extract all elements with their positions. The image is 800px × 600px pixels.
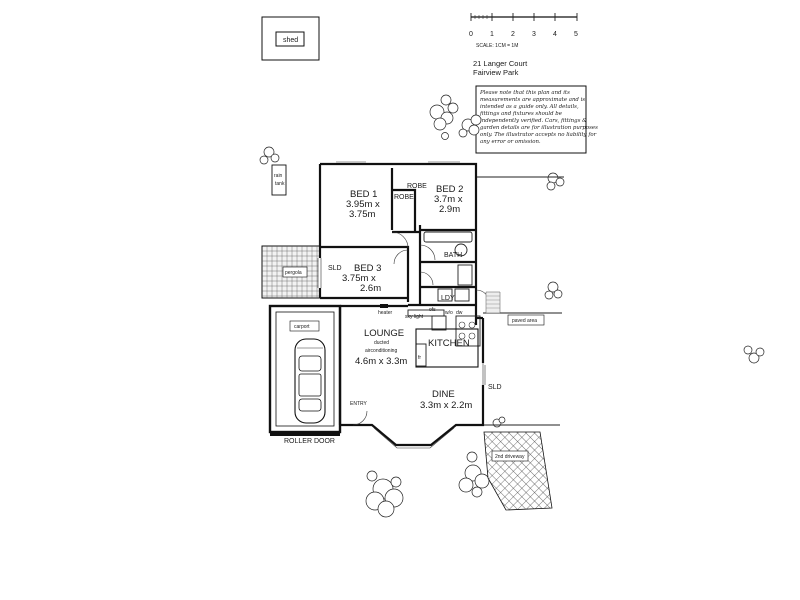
lounge-dims: 4.6m x 3.3m bbox=[355, 356, 407, 367]
bed2-title: BED 2 bbox=[436, 184, 463, 195]
ofs-label: ofs bbox=[429, 307, 436, 313]
bath-label: BATH bbox=[444, 252, 462, 259]
bed1-title: BED 1 bbox=[350, 189, 377, 200]
disclaimer-line-3: intended as a guide only. All details, bbox=[480, 104, 579, 110]
lounge-title: LOUNGE bbox=[364, 328, 404, 339]
dine-dims: 3.3m x 2.2m bbox=[420, 400, 472, 411]
bed2-dim-1: 3.7m x bbox=[434, 194, 463, 205]
scale-caption: SCALE: 1CM = 1M bbox=[476, 43, 518, 49]
tree-6 bbox=[743, 345, 765, 364]
shed: shed bbox=[261, 16, 320, 61]
disclaimer-line-6: garden details are for illustration purp… bbox=[480, 125, 598, 131]
paved-area-label: paved area bbox=[512, 318, 537, 324]
robe2-label: ROBE bbox=[407, 183, 427, 190]
address-line-1: 21 Langer Court bbox=[473, 59, 528, 68]
wo-label: w/o bbox=[445, 310, 453, 316]
tree-4 bbox=[546, 172, 565, 191]
tree-8 bbox=[458, 451, 490, 498]
bed1-dim-1: 3.95m x bbox=[346, 199, 380, 210]
paved-area: paved area bbox=[507, 314, 545, 326]
rain-tank: rain tank bbox=[271, 164, 287, 196]
ldy-label: LDY bbox=[441, 295, 455, 302]
heater-label: heater bbox=[378, 310, 393, 316]
dine-title: DINE bbox=[432, 389, 455, 400]
rain-tank-label-2: tank bbox=[275, 181, 285, 187]
sld-bed3-label: SLD bbox=[328, 265, 342, 272]
kitchen-bench bbox=[415, 328, 479, 368]
scale-tick-2: 2 bbox=[511, 31, 515, 38]
disclaimer-box: Please note that this plan and its measu… bbox=[475, 85, 598, 154]
disclaimer-line-8: any error or omission. bbox=[480, 139, 541, 145]
dw-label: dw bbox=[456, 310, 463, 316]
bed1-dim-2: 3.75m bbox=[349, 209, 375, 220]
roller-door-label: ROLLER DOOR bbox=[284, 438, 335, 445]
scale-bar: 0 1 2 3 4 5 SCALE: 1CM = 1M bbox=[469, 13, 578, 49]
scale-tick-3: 3 bbox=[532, 31, 536, 38]
address-line-2: Fairview Park bbox=[473, 68, 519, 77]
tree-1 bbox=[429, 94, 459, 131]
pergola-label: pergola bbox=[285, 270, 302, 276]
carport: carport ROLLER DOOR bbox=[268, 304, 342, 445]
fr-label: fr bbox=[418, 355, 421, 361]
bed3-dim-1: 3.75m x bbox=[342, 273, 376, 284]
scale-tick-4: 4 bbox=[553, 31, 557, 38]
side-paving bbox=[485, 291, 501, 314]
tree-2 bbox=[441, 114, 482, 140]
disclaimer-line-4: fittings and fixtures should be bbox=[479, 111, 562, 117]
fixtures bbox=[380, 231, 481, 367]
second-driveway-label: 2nd driveway bbox=[495, 454, 525, 460]
bed2-dim-2: 2.9m bbox=[439, 204, 460, 215]
shed-label: shed bbox=[283, 37, 298, 44]
scale-tick-0: 0 bbox=[469, 31, 473, 38]
kitchen-label: KITCHEN bbox=[428, 338, 470, 349]
disclaimer-line-7: only. The illustrator accepts no liabili… bbox=[480, 132, 597, 138]
rain-tank-label-1: rain bbox=[274, 173, 283, 179]
disclaimer-line-5: independently verified. Cars, fittings & bbox=[480, 118, 587, 124]
lounge-ducted: ducted bbox=[374, 340, 389, 346]
bed3-dim-2: 2.6m bbox=[360, 283, 381, 294]
disclaimer-line-1: Please note that this plan and its bbox=[479, 90, 570, 96]
tree-5 bbox=[544, 281, 563, 300]
carport-label: carport bbox=[294, 324, 310, 330]
lounge-aircon: airconditioning bbox=[365, 348, 397, 354]
room-labels: BED 1 3.95m x 3.75m ROBE ROBE BED 2 3.7m… bbox=[328, 183, 502, 411]
tree-3 bbox=[259, 146, 280, 165]
scale-tick-1: 1 bbox=[490, 31, 494, 38]
tree-7 bbox=[365, 470, 404, 518]
entry-label: ENTRY bbox=[350, 401, 368, 407]
scale-tick-5: 5 bbox=[574, 31, 578, 38]
tree-9 bbox=[492, 416, 506, 428]
disclaimer-line-2: measurements are approximate and is bbox=[480, 97, 585, 103]
sld-dine-label: SLD bbox=[488, 384, 502, 391]
sky-light-label: sky light bbox=[405, 314, 424, 320]
bed3-title: BED 3 bbox=[354, 263, 381, 274]
second-driveway: 2nd driveway bbox=[483, 431, 553, 511]
pergola: pergola bbox=[261, 245, 321, 299]
robe1-label: ROBE bbox=[394, 194, 414, 201]
car-illustration bbox=[294, 338, 326, 424]
